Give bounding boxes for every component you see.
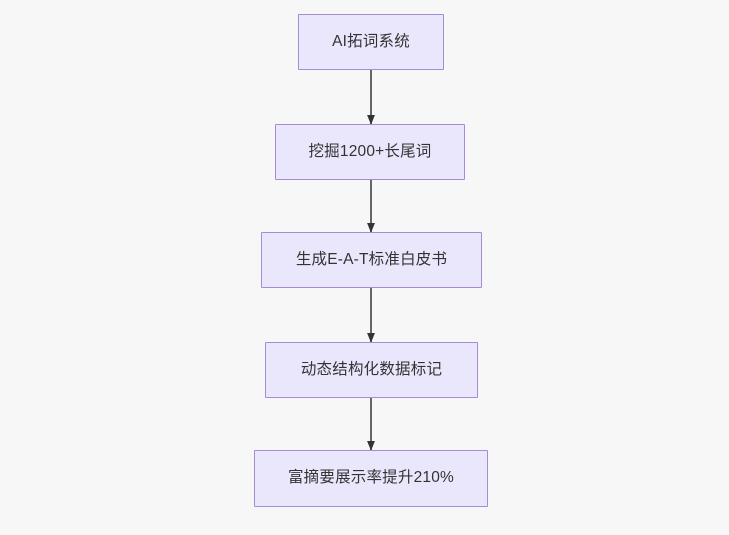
flowchart-node-ai-keyword-system[interactable]: AI拓词系统 <box>298 14 444 70</box>
flowchart-node-label: AI拓词系统 <box>332 32 410 50</box>
flowchart-node-generate-eat-whitepaper[interactable]: 生成E-A-T标准白皮书 <box>261 232 482 288</box>
flowchart-node-label: 生成E-A-T标准白皮书 <box>295 250 448 268</box>
flowchart-node-label: 动态结构化数据标记 <box>300 360 443 378</box>
flowchart-node-rich-snippet-impression-uplift[interactable]: 富摘要展示率提升210% <box>254 450 488 507</box>
flowchart-node-mine-longtail-keywords[interactable]: 挖掘1200+长尾词 <box>275 124 465 180</box>
flowchart-node-label: 挖掘1200+长尾词 <box>308 142 432 160</box>
flowchart-node-dynamic-structured-data-markup[interactable]: 动态结构化数据标记 <box>265 342 478 398</box>
flowchart-node-label: 富摘要展示率提升210% <box>287 469 455 487</box>
